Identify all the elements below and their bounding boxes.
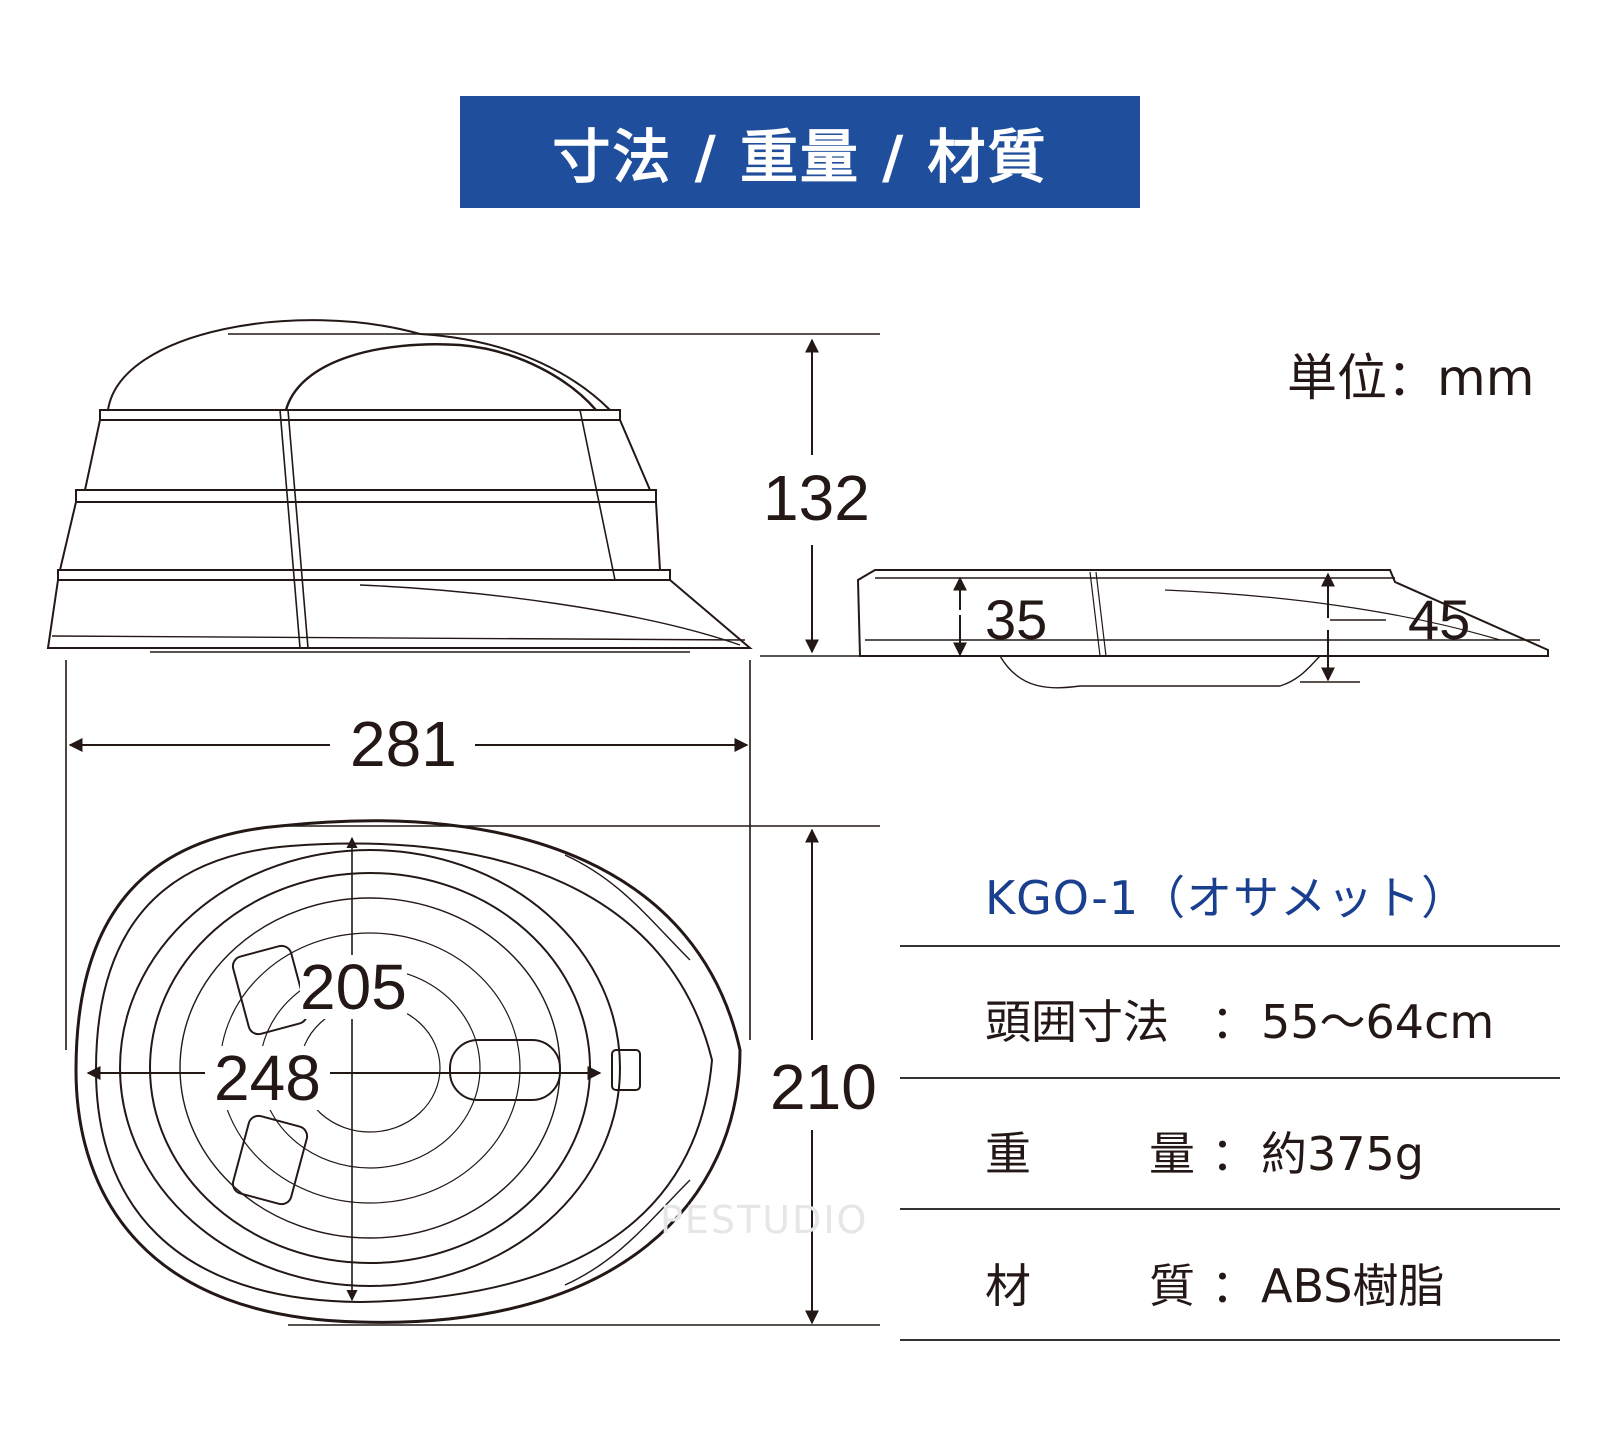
spec-label: 頭囲寸法 xyxy=(985,995,1169,1049)
spec-colon: ： xyxy=(1211,1127,1257,1181)
dimension-width-248: 248 xyxy=(214,1042,321,1114)
spec-colon: ： xyxy=(1211,995,1257,1049)
spec-label-part: 質 xyxy=(1149,1259,1195,1313)
watermark: PESTUDIO xyxy=(660,1198,869,1242)
spec-label-part: 材 xyxy=(985,1259,1031,1313)
title-banner: 寸法 / 重量 / 材質 xyxy=(460,96,1140,208)
spec-divider xyxy=(900,1208,1560,1210)
dimension-folded-35: 35 xyxy=(985,588,1048,651)
spec-value: 約375g xyxy=(1261,1127,1424,1181)
dimension-height-132: 132 xyxy=(763,462,870,534)
dimension-width-281: 281 xyxy=(350,708,457,780)
helmet-side-view-icon xyxy=(46,319,880,653)
spec-value: ABS樹脂 xyxy=(1261,1259,1445,1313)
spec-model-name: KGO-1（オサメット） xyxy=(985,871,1469,925)
spec-label-part: 量 xyxy=(1149,1127,1195,1181)
spec-label: 材 質 xyxy=(985,1250,1195,1316)
spec-value: 55〜64cm xyxy=(1261,995,1495,1049)
spec-row-head-size: 頭囲寸法 ： 55〜64cm xyxy=(985,986,1494,1052)
helmet-top-view-icon xyxy=(74,819,742,1324)
spec-divider xyxy=(900,945,1560,947)
unit-label: 単位：mm xyxy=(1287,349,1535,407)
page-title: 寸法 / 重量 / 材質 xyxy=(552,123,1048,191)
spec-divider xyxy=(900,1339,1560,1341)
dimension-depth-210: 210 xyxy=(770,1051,877,1123)
spec-label-part: 重 xyxy=(985,1127,1031,1181)
helmet-folded-view-icon xyxy=(856,569,1549,689)
dimension-folded-45: 45 xyxy=(1408,588,1471,651)
spec-row-material: 材 質 ： ABS樹脂 xyxy=(985,1250,1444,1316)
spec-colon: ： xyxy=(1211,1259,1257,1313)
spec-divider xyxy=(900,1077,1560,1079)
dimension-length-205: 205 xyxy=(300,951,407,1023)
spec-row-weight: 重 量 ： 約375g xyxy=(985,1118,1424,1184)
spec-label: 重 量 xyxy=(985,1118,1195,1184)
